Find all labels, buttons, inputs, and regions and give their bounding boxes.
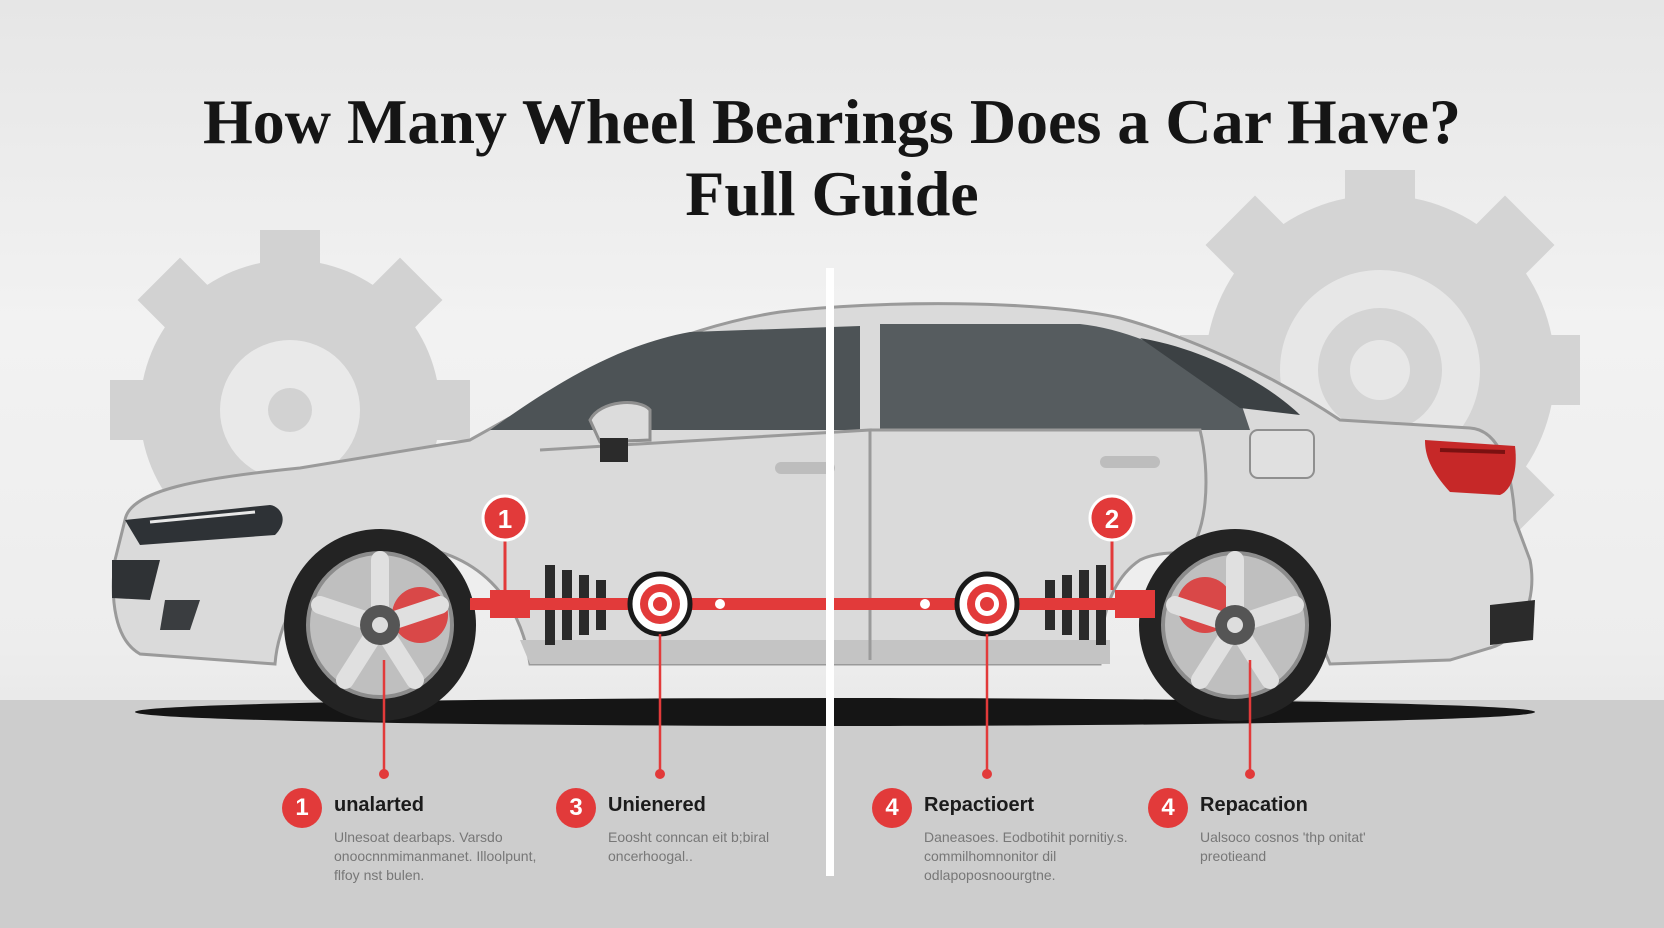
marker-1-label: 1 [498,504,512,534]
callout-number-badge: 1 [282,788,322,828]
callout-heading: unalarted [334,794,425,816]
callout-heading: Repacation [1200,794,1308,816]
callout-number-badge: 4 [872,788,912,828]
marker-2-label: 2 [1105,504,1119,534]
marker-leaders [503,540,1114,590]
center-divider [826,268,834,876]
front-wheel [284,529,476,721]
callout-leader-dots [379,769,1255,779]
car-body [111,302,1535,666]
callout-description: Ualsoco cosnos 'thp onitat' preotieand [1200,829,1366,864]
callout-description: Eoosht conncan eit b;biral oncerhoogal.. [608,829,770,864]
callout-heading: Unienered [608,794,706,816]
rear-wheel [1139,529,1331,721]
callout-description: Daneasoes. Eodbotihit pornitiy.s. commil… [924,829,1128,883]
bearing-target-left [627,571,693,637]
page-title-line-2: Full Guide [685,158,979,229]
callout-number-badge: 4 [1148,788,1188,828]
callout-number-badge: 3 [556,788,596,828]
bearing-target-right [954,571,1020,637]
marker-badge-2: 2 [1088,494,1136,542]
callout-description: Ulnesoat dearbaps. Varsdo onoocnnmimanma… [334,829,537,883]
marker-badge-1: 1 [481,494,529,542]
page-title-line-1: How Many Wheel Bearings Does a Car Have? [203,86,1461,157]
callout-heading: Repactioert [924,794,1035,816]
callout-leaders [382,634,1252,772]
